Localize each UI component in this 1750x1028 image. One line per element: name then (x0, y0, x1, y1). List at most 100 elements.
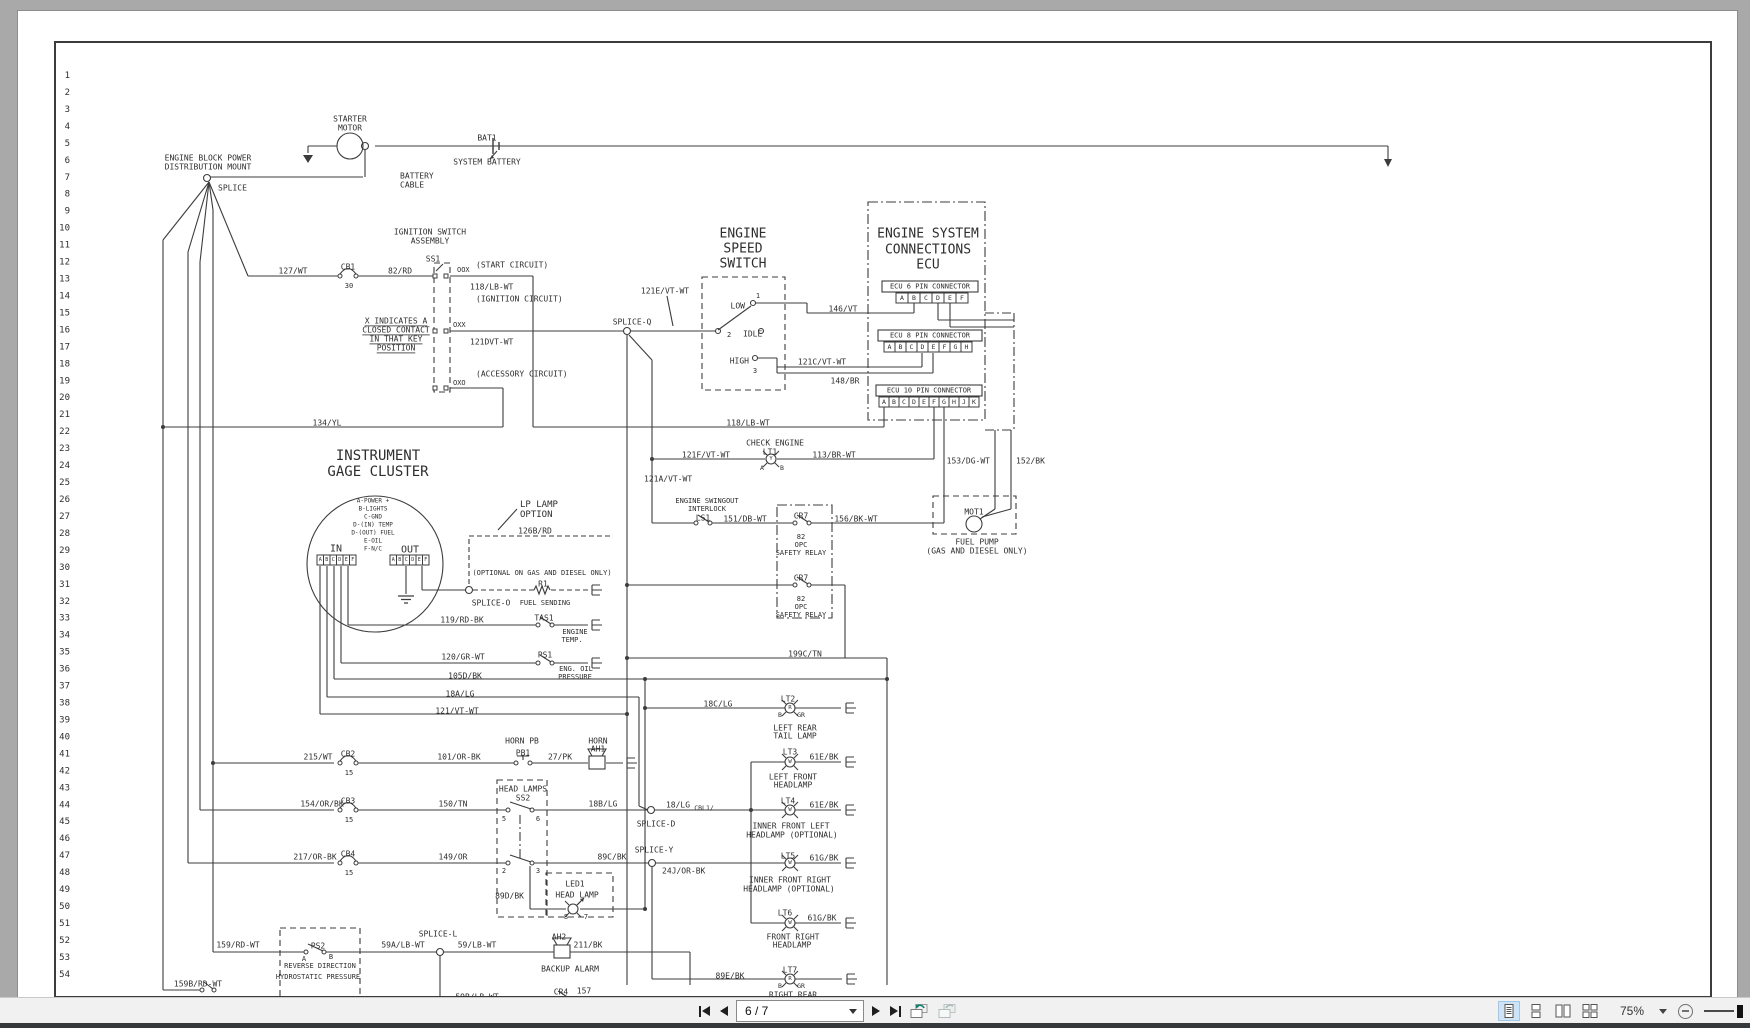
arrow-down-icon (1384, 159, 1392, 167)
diagram-label: SPEED (723, 242, 762, 257)
grid-row-number: 4 (65, 122, 70, 132)
layout-two-page-continuous-button[interactable] (1579, 1001, 1601, 1021)
wire (162, 181, 210, 241)
zoom-slider-handle[interactable] (1737, 1004, 1744, 1018)
ecu-connector-pin (955, 292, 969, 304)
lamp-ray (793, 926, 799, 932)
grid-row-number: 16 (59, 325, 70, 335)
diagram-label: CB2 (341, 750, 356, 759)
grid-row-number: 17 (59, 342, 70, 352)
diagram-label: INSTRUMENT (336, 448, 421, 464)
terminal-pad (432, 273, 438, 279)
lamp-ray (576, 912, 582, 918)
lamp-ray (774, 450, 780, 456)
diagram-label: 149/OR (439, 853, 468, 862)
ground-icon (845, 857, 856, 869)
diagram-label: CR4 (554, 988, 569, 997)
diagram-label: HEAD LAMPS (499, 785, 547, 794)
horn-icon (588, 755, 606, 770)
wire (187, 181, 210, 253)
previous-view-button[interactable] (909, 1001, 931, 1021)
splice-node (202, 173, 212, 183)
lamp-letter: W (788, 860, 792, 866)
horn-icon (553, 944, 571, 959)
diagram-label: 153/DG-WT (947, 457, 991, 466)
lamp-icon (765, 453, 777, 465)
component-dashed-box (545, 872, 614, 918)
diagram-label: HEAD LAMP (555, 891, 599, 900)
diagram-label: DISTRIBUTION MOUNT (165, 163, 252, 172)
layout-two-page-button[interactable] (1552, 1001, 1574, 1021)
diagram-label: D-(OUT) FUEL (351, 530, 395, 537)
zoom-level-label: 75% (1620, 1004, 1645, 1018)
grid-row-number: 23 (59, 444, 70, 454)
diagram-label: LT7 (783, 966, 798, 975)
ecu-connector-pin-letter: C (924, 294, 928, 302)
diagram-label: 121/VT-WT (435, 707, 479, 716)
diagram-label: ENGINE SWINGOUT (675, 497, 739, 505)
wire (717, 305, 752, 331)
layout-continuous-button[interactable] (1525, 1001, 1547, 1021)
layout-single-button[interactable] (1498, 1001, 1520, 1021)
page-number-dropdown[interactable]: 6 / 7 (736, 1000, 864, 1022)
diagram-label: CB1 (341, 263, 356, 272)
diagram-label: B (778, 711, 782, 719)
diagram-label: TEMP. (561, 636, 582, 644)
ground-icon (845, 917, 856, 929)
grid-row-number: 27 (59, 512, 70, 522)
lamp-ray (762, 450, 768, 456)
first-page-button[interactable] (697, 1004, 712, 1019)
circuit-breaker-arc (339, 267, 357, 275)
diagram-label: HYDROSTATIC PRESSURE (276, 973, 360, 981)
lamp-ray (781, 914, 787, 920)
ecu-connector-pin-letter: D (936, 294, 940, 302)
grid-row-number: 49 (59, 885, 70, 895)
lamp-ray (793, 801, 799, 807)
ground-icon (845, 756, 856, 768)
next-view-button[interactable] (937, 1001, 959, 1021)
diagram-label: 121A/VT-WT (644, 475, 692, 484)
zoom-out-button[interactable] (1678, 1003, 1694, 1019)
diagram-label: 15 (345, 869, 353, 877)
grid-row-number: 21 (59, 410, 70, 420)
ecu-connector-pin-letter: G (942, 398, 946, 406)
diagram-label: 1 (756, 292, 760, 300)
diagram-label: HEADLAMP (774, 781, 813, 790)
ecu-connector-pin-letter: F (932, 398, 936, 406)
diagram-label: 82 (797, 533, 805, 541)
contact-arm (307, 943, 324, 952)
diagram-label: 8 (564, 913, 568, 921)
last-page-button[interactable] (888, 1004, 903, 1019)
diagram-label: PRESSURE (558, 673, 592, 681)
next-page-button[interactable] (870, 1004, 882, 1018)
diagram-label: BAT1 (477, 134, 496, 143)
diagram-label: LT6 (778, 909, 793, 918)
grid-row-number: 44 (59, 800, 70, 810)
layout-two-page-continuous-icon (1582, 1004, 1598, 1018)
ecu-connector-pin-letter: D (912, 398, 916, 406)
component-circle (757, 327, 765, 335)
layout-continuous-icon (1531, 1004, 1541, 1018)
lamp-ray (793, 970, 799, 976)
splice-node (622, 326, 632, 336)
ground-icon (591, 657, 602, 669)
gage-connector-pin-letter: D (411, 557, 414, 563)
view-zoom-controls: 75% (1498, 998, 1744, 1024)
zoom-slider-track[interactable] (1704, 1010, 1735, 1012)
diagram-label: 157 (577, 987, 592, 996)
ground-icon (845, 804, 856, 816)
gage-connector-pin (349, 554, 357, 566)
diagram-label: F-N/C (364, 546, 382, 553)
diagram-label: POSITION (377, 344, 416, 353)
component-dashed-box (433, 262, 451, 393)
ecu-connector-pin-letter: C (902, 398, 906, 406)
prev-page-button[interactable] (718, 1004, 730, 1018)
chevron-down-icon (849, 1008, 857, 1014)
diagram-label: IN (330, 544, 342, 555)
splice-node (464, 585, 474, 595)
ground-icon (846, 973, 857, 985)
zoom-options-caret-icon[interactable] (1659, 1008, 1668, 1014)
splice-node (435, 947, 445, 957)
grid-row-number: 46 (59, 834, 70, 844)
